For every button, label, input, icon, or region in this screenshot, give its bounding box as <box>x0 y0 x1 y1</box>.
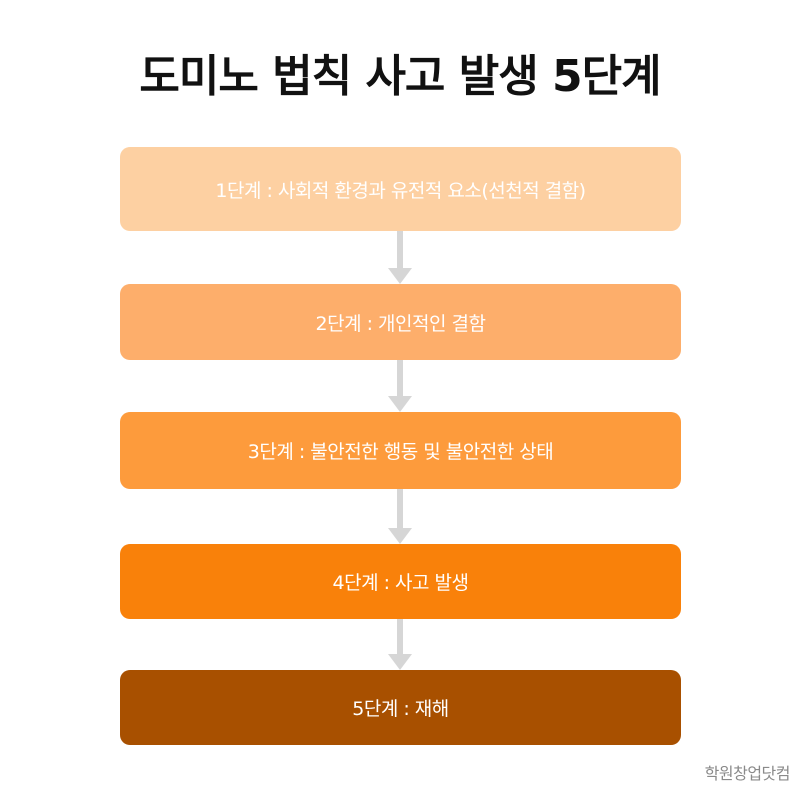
step-5-box: 5단계 : 재해 <box>120 670 681 745</box>
page-title: 도미노 법칙 사고 발생 5단계 <box>139 51 661 102</box>
step-3-label: 3단계 : 불안전한 행동 및 불안전한 상태 <box>247 441 554 463</box>
step-5-label: 5단계 : 재해 <box>352 698 449 720</box>
step-4-label: 4단계 : 사고 발생 <box>332 572 470 594</box>
watermark: 학원창업닷컴 <box>704 764 791 783</box>
arrow-down-icon <box>388 619 412 670</box>
step-1-box: 1단계 : 사회적 환경과 유전적 요소(선천적 결함) <box>120 147 681 231</box>
arrow-down-icon <box>388 360 412 412</box>
step-2-box: 2단계 : 개인적인 결함 <box>120 284 681 360</box>
step-1-label: 1단계 : 사회적 환경과 유전적 요소(선천적 결함) <box>215 179 586 202</box>
step-3-box: 3단계 : 불안전한 행동 및 불안전한 상태 <box>120 412 681 489</box>
step-2-label: 2단계 : 개인적인 결함 <box>315 312 486 335</box>
arrow-down-icon <box>388 231 412 284</box>
arrow-down-icon <box>388 489 412 544</box>
step-4-box: 4단계 : 사고 발생 <box>120 544 681 619</box>
